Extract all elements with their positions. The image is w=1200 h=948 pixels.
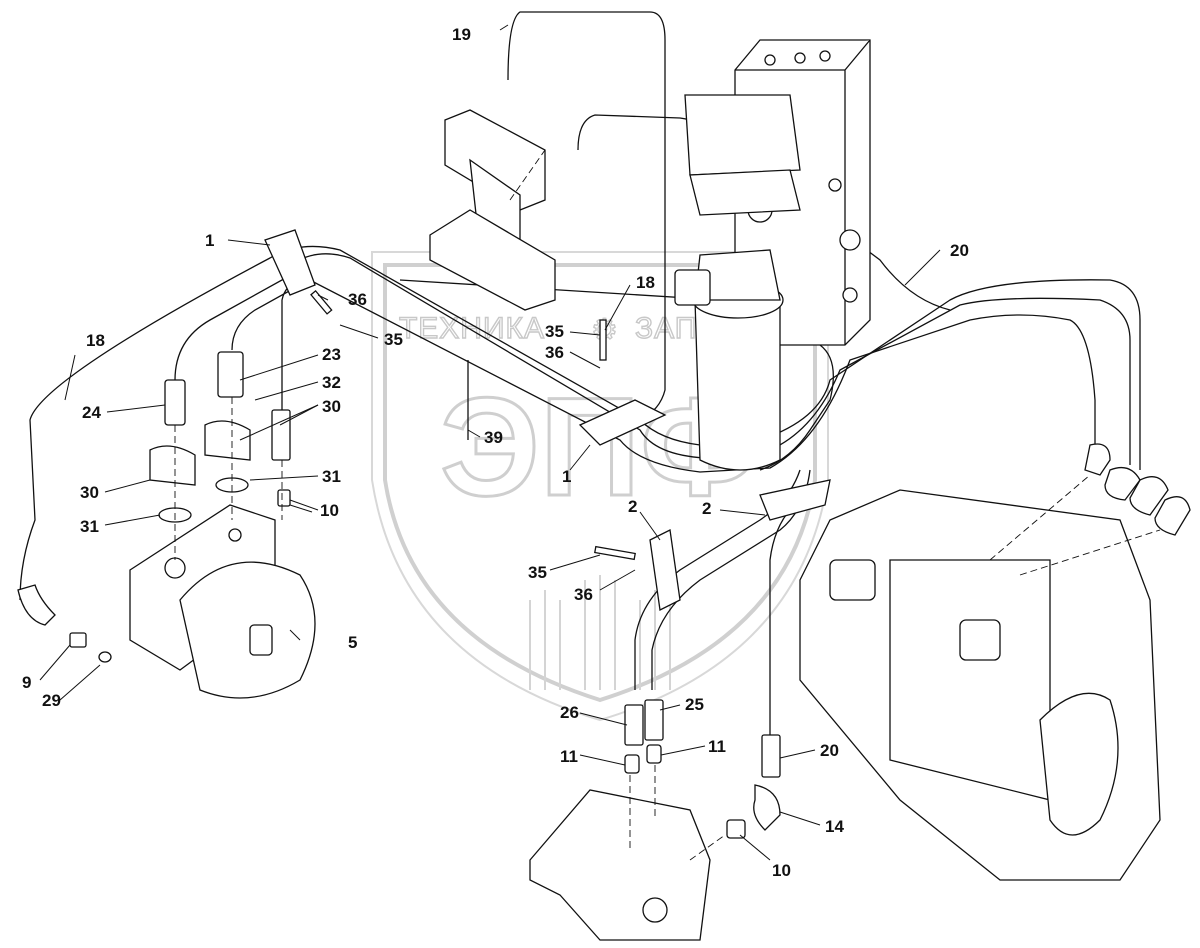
- pump-5: [129, 504, 316, 699]
- watermark-emblem: [529, 575, 671, 690]
- callout-10a: 10: [320, 501, 339, 520]
- upper-bracket-block: [429, 109, 556, 311]
- callout-29: 29: [42, 691, 61, 710]
- callout-35b: 35: [545, 322, 564, 341]
- callout-labels: 1 1 2 2 5 9 10 10 11 11 14 18 18 19 20 2…: [22, 25, 969, 880]
- watermark-shield: [383, 263, 817, 703]
- callout-30b: 30: [322, 397, 341, 416]
- callout-18b: 18: [636, 273, 655, 292]
- right-pump: [799, 443, 1191, 881]
- callout-1a: 1: [205, 231, 214, 250]
- callout-11b: 11: [708, 737, 726, 756]
- alignment-lines: [174, 149, 1161, 861]
- leader-lines: [39, 24, 941, 861]
- watermark-text-left: ТЕХНИКА: [399, 312, 545, 345]
- callout-19: 19: [452, 25, 471, 44]
- callout-20b: 20: [820, 741, 839, 760]
- callout-31b: 31: [322, 467, 341, 486]
- callout-18a: 18: [86, 331, 105, 350]
- callout-36a: 36: [348, 290, 367, 309]
- callout-1b: 1: [562, 467, 571, 486]
- callout-23: 23: [322, 345, 341, 364]
- callout-25: 25: [685, 695, 704, 714]
- callout-14: 14: [825, 817, 844, 836]
- callout-24: 24: [82, 403, 101, 422]
- callout-10b: 10: [772, 861, 791, 880]
- callout-2a: 2: [628, 497, 637, 516]
- callout-2b: 2: [702, 499, 711, 518]
- callout-32: 32: [322, 373, 341, 392]
- callout-35a: 35: [384, 330, 403, 349]
- callout-20a: 20: [950, 241, 969, 260]
- callout-39: 39: [484, 428, 503, 447]
- callout-5: 5: [348, 633, 357, 652]
- callout-9: 9: [22, 673, 31, 692]
- callout-36c: 36: [574, 585, 593, 604]
- callout-26: 26: [560, 703, 579, 722]
- callout-36b: 36: [545, 343, 564, 362]
- callout-30a: 30: [80, 483, 99, 502]
- callout-31a: 31: [80, 517, 99, 536]
- filter-housing: [674, 249, 784, 471]
- bottom-pump: [529, 699, 781, 941]
- callout-35c: 35: [528, 563, 547, 582]
- brackets: [264, 229, 831, 611]
- callout-11a: 11: [560, 747, 578, 766]
